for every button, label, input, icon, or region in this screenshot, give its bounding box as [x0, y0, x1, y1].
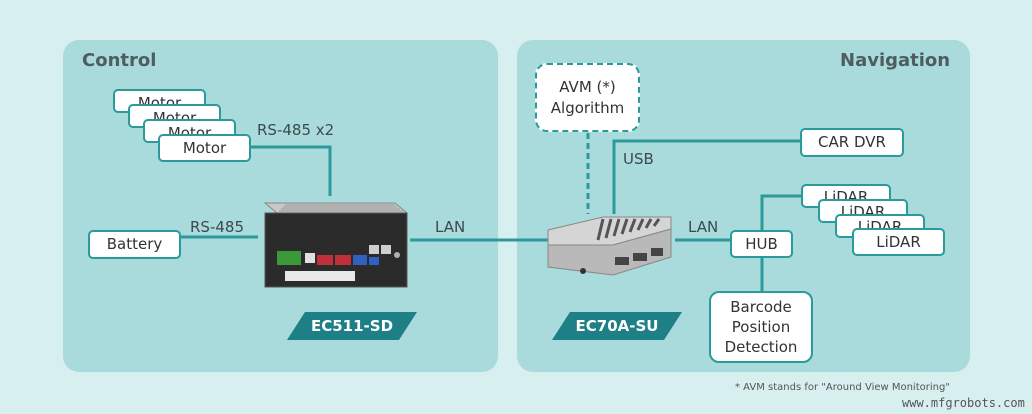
- rs485x2-label: RS-485 x2: [257, 121, 335, 139]
- lidar-link: [760, 194, 802, 231]
- barcode-line1: Barcode: [730, 297, 792, 316]
- battery-box: Battery: [88, 230, 181, 259]
- car-dvr-box: CAR DVR: [800, 128, 904, 157]
- ec70a-tag: EC70A-SU: [552, 312, 682, 340]
- rs485-label: RS-485: [190, 218, 244, 236]
- ec511-tag: EC511-SD: [287, 312, 417, 340]
- barcode-line3: Detection: [724, 338, 798, 357]
- car-dvr-link: [612, 139, 801, 214]
- motor-box: Motor: [158, 134, 251, 162]
- lan-label-left: LAN: [435, 218, 466, 236]
- watermark: www.mfgrobots.com: [902, 396, 1025, 410]
- lan-label-right: LAN: [688, 218, 719, 236]
- motor-link: [250, 145, 332, 196]
- ec511-device-image: [263, 202, 409, 288]
- avm-line2: Algorithm: [550, 98, 625, 117]
- footnote: * AVM stands for "Around View Monitoring…: [735, 382, 950, 393]
- barcode-detection-box: Barcode Position Detection: [709, 291, 813, 363]
- avm-line1: AVM (*): [559, 78, 616, 97]
- lidar-box: LiDAR: [852, 228, 945, 256]
- control-title: Control: [82, 50, 157, 71]
- navigation-title: Navigation: [840, 50, 951, 71]
- barcode-line2: Position: [731, 317, 791, 336]
- avm-algorithm-box: AVM (*) Algorithm: [535, 63, 640, 132]
- ec70a-device-image: [547, 216, 672, 276]
- usb-label: USB: [623, 150, 654, 168]
- hub-box: HUB: [730, 230, 793, 258]
